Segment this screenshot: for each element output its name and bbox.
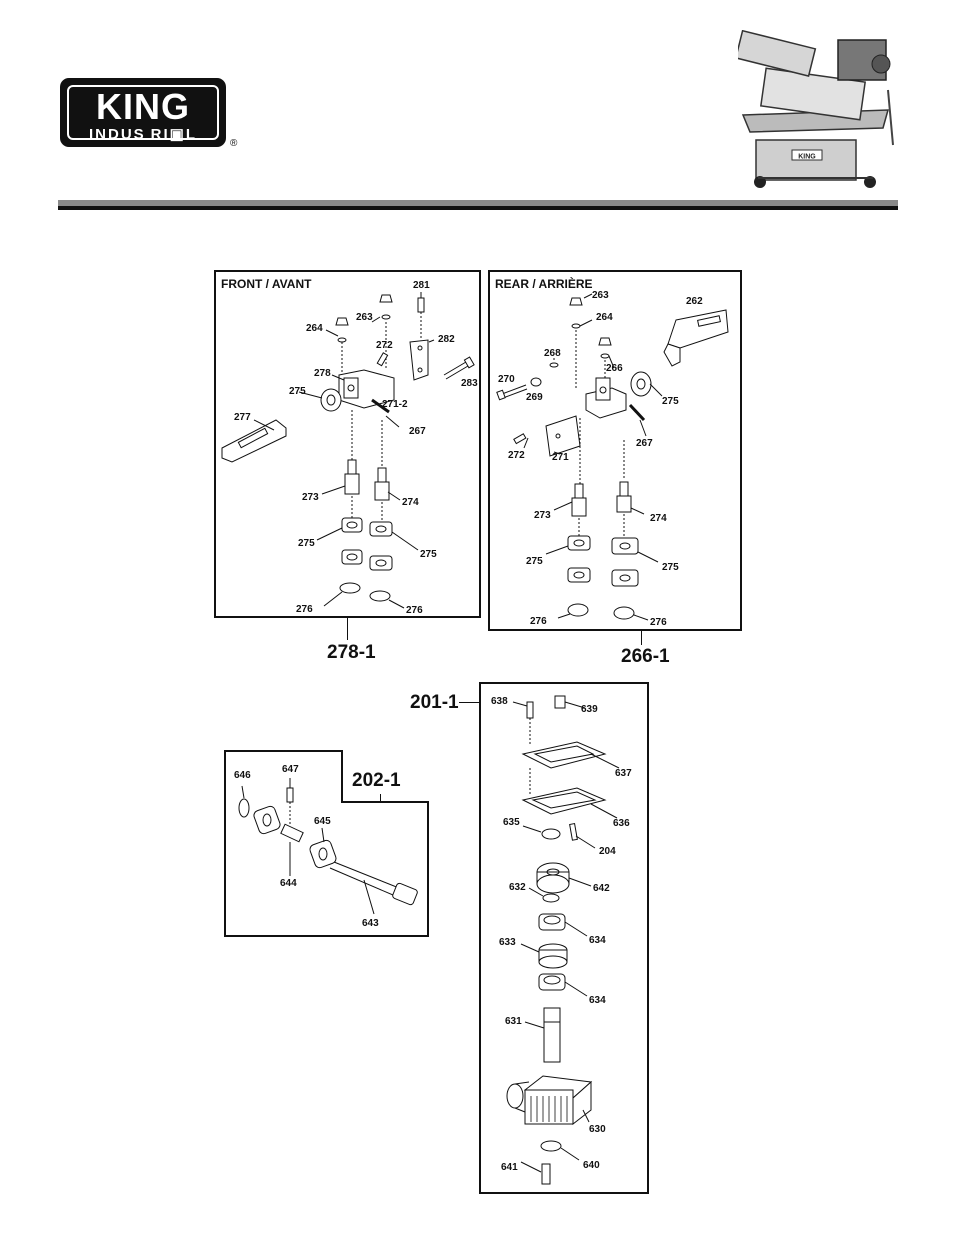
callout-282: 282 xyxy=(438,334,455,345)
callout-270: 270 xyxy=(498,374,515,385)
callout-269: 269 xyxy=(526,392,543,403)
front-exploded-view: 281 282 283 263 264 272 278 271-2 275 27… xyxy=(214,270,481,618)
callout-276-front-left: 276 xyxy=(296,604,313,615)
logo-subtitle: INDUS RI▣L xyxy=(69,127,217,143)
callout-276-rear-right: 276 xyxy=(650,617,667,628)
rear-assembly-label: 266-1 xyxy=(621,646,670,668)
callout-274: 274 xyxy=(650,513,667,524)
logo-border: KING INDUS RI▣L xyxy=(67,85,219,140)
svg-text:KING: KING xyxy=(798,154,816,161)
callout-271-2: 271-2 xyxy=(382,399,408,410)
callout-204: 204 xyxy=(599,846,616,857)
logo-brand: KING xyxy=(69,89,217,125)
callout-635: 635 xyxy=(503,817,520,828)
callout-276-front-right: 276 xyxy=(406,605,423,616)
band-saw-photo: KING xyxy=(738,30,898,190)
callout-275-front-top: 275 xyxy=(289,386,306,397)
input-shaft-leader xyxy=(380,794,381,802)
callout-278: 278 xyxy=(314,368,331,379)
callout-274: 274 xyxy=(402,497,419,508)
registered-mark: ® xyxy=(230,138,237,149)
callout-646: 646 xyxy=(234,770,251,781)
callout-275-rear-top: 275 xyxy=(662,396,679,407)
callout-630: 630 xyxy=(589,1124,606,1135)
gearbox-exploded-view: 638 639 637 636 635 204 642 632 634 633 … xyxy=(479,682,649,1194)
callout-272: 272 xyxy=(376,340,393,351)
callout-271: 271 xyxy=(552,452,569,463)
callout-264: 264 xyxy=(306,323,323,334)
king-industrial-logo: KING INDUS RI▣L xyxy=(60,78,226,147)
callout-637: 637 xyxy=(615,768,632,779)
callout-277: 277 xyxy=(234,412,251,423)
callout-639: 639 xyxy=(581,704,598,715)
callout-275-rear-left: 275 xyxy=(526,556,543,567)
callout-275-front-right: 275 xyxy=(420,549,437,560)
callout-263: 263 xyxy=(356,312,373,323)
callout-645: 645 xyxy=(314,816,331,827)
callout-632: 632 xyxy=(509,882,526,893)
callout-275-rear-right: 275 xyxy=(662,562,679,573)
callout-281: 281 xyxy=(413,280,430,291)
input-shaft-assembly-label: 202-1 xyxy=(352,770,401,792)
callout-263: 263 xyxy=(592,290,609,301)
gearbox-assembly-label: 201-1 xyxy=(410,692,459,714)
callout-264: 264 xyxy=(596,312,613,323)
callout-641: 641 xyxy=(501,1162,518,1173)
callout-283: 283 xyxy=(461,378,478,389)
rear-assembly-leader xyxy=(641,631,642,645)
rear-exploded-view: 263 262 264 268 266 270 269 275 272 271 … xyxy=(488,270,742,631)
callout-268: 268 xyxy=(544,348,561,359)
callout-266: 266 xyxy=(606,363,623,374)
callout-643: 643 xyxy=(362,918,379,929)
callout-638: 638 xyxy=(491,696,508,707)
front-assembly-label: 278-1 xyxy=(327,642,376,664)
front-assembly-leader xyxy=(347,618,348,640)
callout-275-front-left: 275 xyxy=(298,538,315,549)
callout-634-upper: 634 xyxy=(589,935,606,946)
gearbox-leader xyxy=(459,702,479,703)
callout-634-lower: 634 xyxy=(589,995,606,1006)
callout-273: 273 xyxy=(302,492,319,503)
callout-267: 267 xyxy=(409,426,426,437)
callout-272: 272 xyxy=(508,450,525,461)
callout-647: 647 xyxy=(282,764,299,775)
callout-644: 644 xyxy=(280,878,297,889)
callout-636: 636 xyxy=(613,818,630,829)
callout-273: 273 xyxy=(534,510,551,521)
callout-640: 640 xyxy=(583,1160,600,1171)
header-rule-black xyxy=(58,206,898,210)
callout-633: 633 xyxy=(499,937,516,948)
callout-262: 262 xyxy=(686,296,703,307)
callout-642: 642 xyxy=(593,883,610,894)
callout-276-rear-left: 276 xyxy=(530,616,547,627)
callout-267: 267 xyxy=(636,438,653,449)
callout-631: 631 xyxy=(505,1016,522,1027)
